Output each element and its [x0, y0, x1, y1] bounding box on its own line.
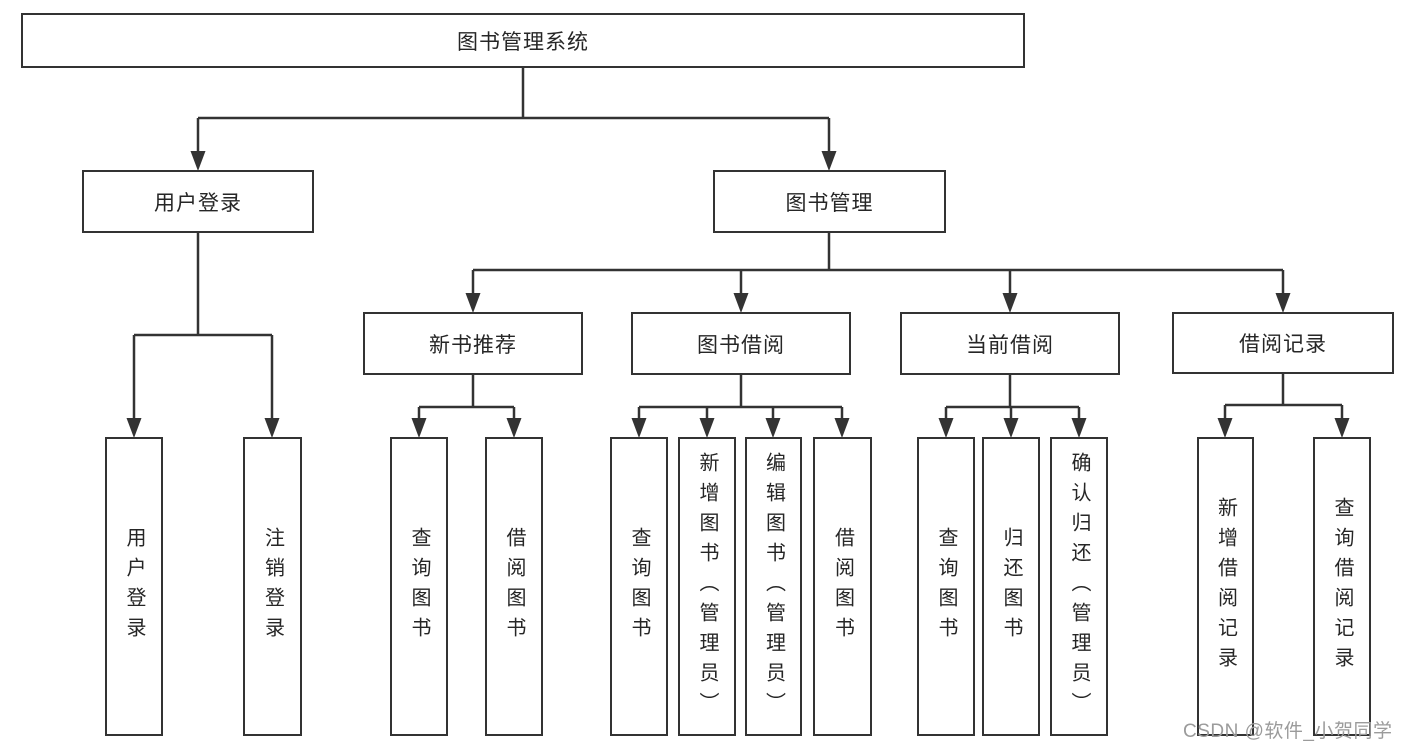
arrowhead [765, 418, 781, 438]
node-label: 新书推荐 [429, 333, 517, 357]
leaf-query-books-recommend: 查询图书 [390, 437, 448, 736]
leaf-query-books-borrowing: 查询图书 [610, 437, 668, 736]
leaf-label: 归还图书 [1000, 526, 1022, 647]
leaf-query-books-current: 查询图书 [917, 437, 975, 736]
connector-book-management-to-level3 [471, 233, 1285, 294]
node-label: 图书借阅 [697, 333, 785, 357]
arrowhead [506, 418, 522, 438]
arrowhead [264, 418, 280, 438]
arrowhead [465, 293, 481, 313]
node-current-borrowing: 当前借阅 [900, 312, 1120, 375]
leaf-label: 查询图书 [935, 526, 957, 647]
leaf-add-books-admin: 新增图书（管理员） [678, 437, 736, 736]
leaf-borrow-books: 借阅图书 [813, 437, 872, 736]
leaf-add-borrow-record: 新增借阅记录 [1197, 437, 1254, 736]
connector-new-book-recommendation-to-leaves [417, 375, 516, 420]
arrowhead [190, 151, 206, 171]
leaf-logout-login: 注销登录 [243, 437, 302, 736]
leaf-label: 查询图书 [628, 526, 650, 647]
arrowhead [1217, 418, 1233, 438]
leaf-label: 注销登录 [261, 526, 284, 647]
leaf-label: 查询借阅记录 [1331, 496, 1353, 677]
node-user-login: 用户登录 [82, 170, 314, 233]
arrowhead [1002, 293, 1018, 313]
leaf-query-borrow-record: 查询借阅记录 [1313, 437, 1371, 736]
leaf-label: 查询图书 [408, 526, 430, 647]
arrowhead [631, 418, 647, 438]
csdn-watermark: CSDN @软件_小贺同学 [1183, 721, 1393, 742]
connector-user-login-to-leaves [132, 233, 274, 420]
node-borrowing-records: 借阅记录 [1172, 312, 1394, 374]
node-book-management: 图书管理 [713, 170, 946, 233]
leaf-user-login: 用户登录 [105, 437, 163, 736]
arrowhead [733, 293, 749, 313]
arrowhead [1003, 418, 1019, 438]
leaf-label: 借阅图书 [503, 526, 525, 647]
arrowhead [126, 418, 142, 438]
leaf-label: 新增图书（管理员） [696, 451, 718, 722]
connector-book-borrowing-to-leaves [637, 375, 844, 420]
arrowhead [1275, 293, 1291, 313]
node-label: 当前借阅 [966, 333, 1054, 357]
leaf-label: 确认归还（管理员） [1068, 451, 1090, 722]
node-label: 图书管理系统 [457, 30, 589, 54]
node-label: 借阅记录 [1239, 333, 1327, 356]
leaf-edit-books-admin: 编辑图书（管理员） [745, 437, 802, 736]
node-new-book-recommendation: 新书推荐 [363, 312, 583, 375]
connector-borrowing-records-to-leaves [1223, 374, 1344, 420]
leaf-label: 编辑图书（管理员） [762, 451, 785, 722]
leaf-label: 新增借阅记录 [1214, 496, 1237, 677]
leaf-confirm-return-admin: 确认归还（管理员） [1050, 437, 1108, 736]
node-label: 用户登录 [154, 191, 242, 215]
arrowhead [1071, 418, 1087, 438]
arrowhead [821, 151, 837, 171]
connector-root-to-level2 [196, 68, 831, 152]
arrowhead [834, 418, 850, 438]
leaf-label: 借阅图书 [831, 526, 854, 647]
leaf-borrow-books-recommend: 借阅图书 [485, 437, 543, 736]
arrowhead [938, 418, 954, 438]
connector-current-borrowing-to-leaves [944, 375, 1081, 420]
node-book-borrowing: 图书借阅 [631, 312, 851, 375]
node-label: 图书管理 [785, 191, 874, 215]
leaf-return-books: 归还图书 [982, 437, 1040, 736]
arrowhead [1334, 418, 1350, 438]
arrowhead [699, 418, 715, 438]
node-library-management-system: 图书管理系统 [21, 13, 1025, 68]
arrowhead [411, 418, 427, 438]
leaf-label: 用户登录 [123, 526, 145, 647]
